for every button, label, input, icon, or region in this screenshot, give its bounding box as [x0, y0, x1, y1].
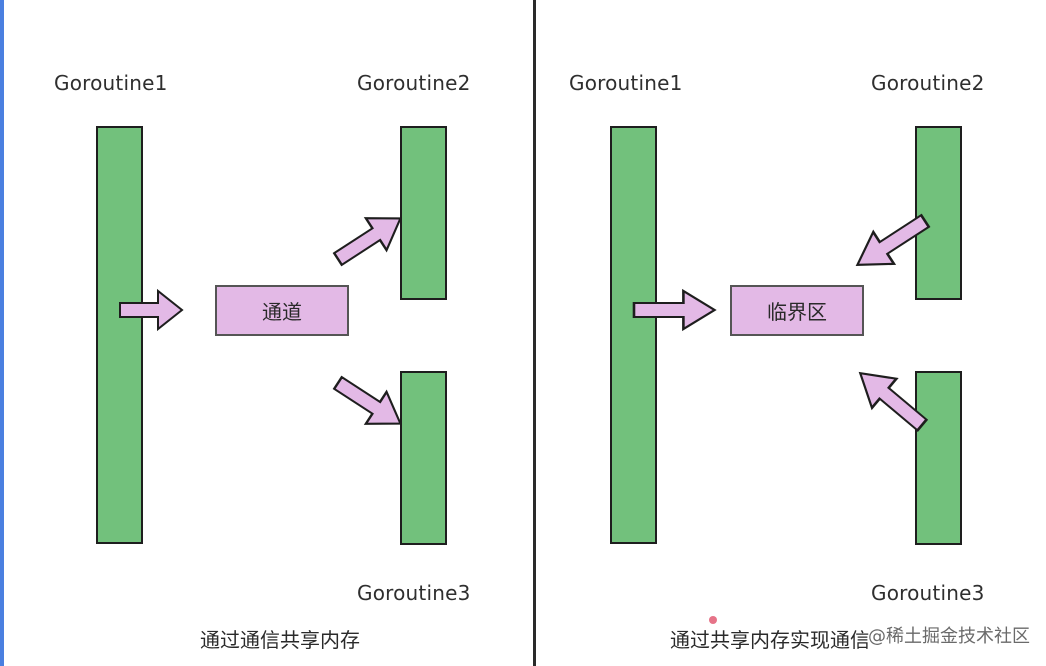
goroutine2-bar [915, 126, 962, 300]
goroutine2-label: Goroutine2 [871, 71, 985, 95]
left-caption: 通过通信共享内存 [200, 628, 360, 652]
arrow-goroutine1-to-critical-section [632, 289, 716, 331]
goroutine3-bar [400, 371, 447, 545]
critical-section-box: 临界区 [730, 285, 864, 336]
goroutine3-bar [915, 371, 962, 545]
goroutine3-label: Goroutine3 [871, 581, 985, 605]
channel-box: 通道 [215, 285, 349, 336]
goroutine1-label: Goroutine1 [569, 71, 683, 95]
arrow-goroutine1-to-channel [119, 290, 183, 330]
goroutine1-bar [96, 126, 143, 544]
window-left-edge [0, 0, 4, 666]
goroutine3-label: Goroutine3 [357, 581, 471, 605]
goroutine1-bar [610, 126, 657, 544]
goroutine2-label: Goroutine2 [357, 71, 471, 95]
left-diagram-panel: Goroutine1 Goroutine2 Goroutine3 通道 通过通信… [54, 71, 471, 652]
right-diagram-panel: Goroutine1 Goroutine2 Goroutine3 临界区 通过共… [536, 0, 1046, 666]
goroutine1-label: Goroutine1 [54, 71, 168, 95]
right-caption: 通过共享内存实现通信 [670, 628, 870, 652]
panel-divider [533, 0, 536, 666]
goroutine2-bar [400, 126, 447, 300]
arrow-channel-to-goroutine2 [326, 201, 412, 277]
arrow-goroutine2-to-critical-section [845, 203, 937, 283]
watermark: @稀土掘金技术社区 [868, 622, 1030, 648]
arrow-channel-to-goroutine3 [326, 365, 412, 441]
cursor-dot [709, 616, 717, 624]
arrow-goroutine3-to-critical-section [846, 357, 936, 441]
